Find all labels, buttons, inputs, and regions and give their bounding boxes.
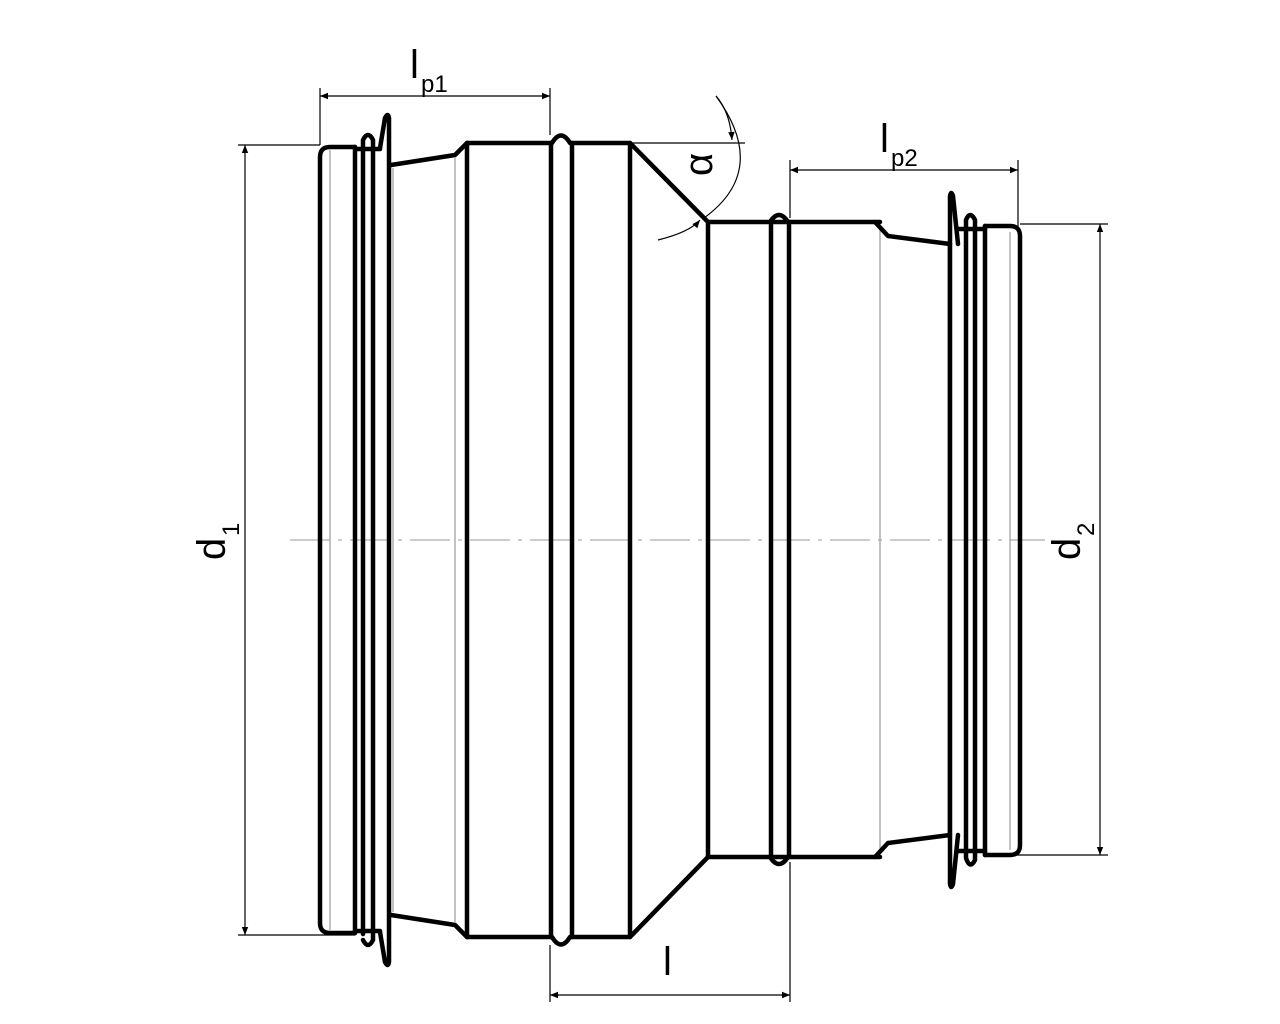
label-d2-main: d <box>1045 538 1089 560</box>
label-d1-main: d <box>190 538 234 560</box>
label-lp2: l p2 <box>880 117 918 172</box>
label-lp1-sub: p1 <box>421 71 448 98</box>
label-d1: d 1 <box>190 523 245 560</box>
label-lp2-main: l <box>880 117 889 161</box>
angle-arrow-lower <box>657 219 701 241</box>
left-connector <box>317 112 470 968</box>
label-d2-sub: 2 <box>1073 523 1100 536</box>
label-lp2-sub: p2 <box>891 145 918 172</box>
right-connector <box>947 190 1023 890</box>
angle-arrow-upper <box>715 95 735 141</box>
label-d2: d 2 <box>1045 523 1100 560</box>
left-body <box>464 133 883 947</box>
label-l: l <box>663 940 672 984</box>
label-d1-sub: 1 <box>218 523 245 536</box>
label-lp1-main: l <box>410 43 419 87</box>
label-alpha: α <box>677 153 721 176</box>
label-lp1: l p1 <box>410 43 448 98</box>
extension-lines <box>238 88 1108 1002</box>
